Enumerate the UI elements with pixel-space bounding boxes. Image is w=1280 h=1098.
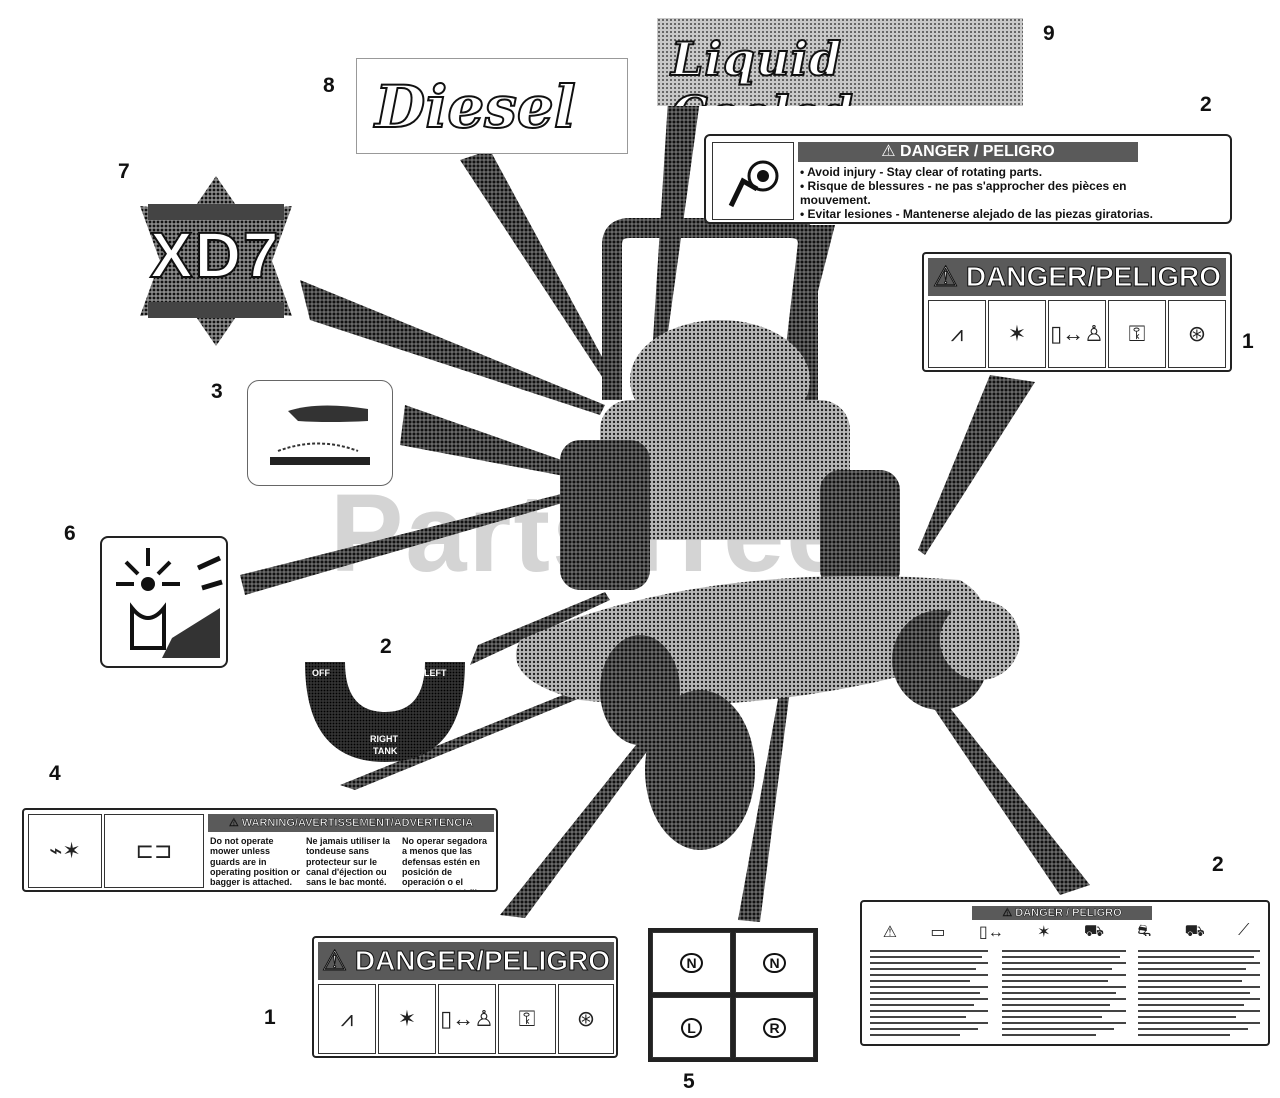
- danger-header: ⚠ DANGER / PELIGRO: [798, 142, 1138, 162]
- decal-thrown-objects: [100, 536, 228, 668]
- danger-header: ⚠ DANGER / PELIGRO: [972, 906, 1152, 920]
- slope-icon: ⩘: [318, 984, 376, 1054]
- pointer-wedge: [918, 375, 1035, 555]
- hand-hot-surface-icon: [270, 405, 370, 465]
- pointer-wedge: [470, 592, 610, 665]
- danger-header: ⚠ DANGER/PELIGRO: [928, 258, 1226, 296]
- thrown-object-icon: ✶: [1037, 924, 1051, 941]
- callout-number: 1: [264, 1006, 276, 1029]
- callout-number: 2: [1200, 93, 1212, 116]
- pointer-wedge: [650, 100, 700, 390]
- decal-hot-surface: [247, 380, 393, 486]
- pictogram-row: ⚠ ▭ ▯↔ ✶ ⛟ ⛐ ⛟ ⟋: [866, 922, 1266, 946]
- warning-text-es: No operar segadora a menos que las defen…: [402, 836, 488, 890]
- rotating-blade-icon: ⊛: [558, 984, 614, 1054]
- left-label: L: [681, 1017, 702, 1038]
- manual-icon: ▭: [930, 924, 946, 941]
- decal-warning-guards: ⌁✶ ⊏⊐ ⚠ WARNING/AVERTISSEMENT/ADVERTENCI…: [22, 808, 498, 892]
- warning-triangle-icon: ⚠: [882, 924, 898, 941]
- thrown-object-icon: ✶: [378, 984, 436, 1054]
- thrown-object-icon: ✶: [988, 300, 1046, 368]
- decal-danger-rotating-parts: ⚠ DANGER / PELIGRO • Avoid injury - Stay…: [704, 134, 1232, 224]
- pointer-wedge: [738, 688, 790, 922]
- key-icon: ⚿: [1108, 300, 1166, 368]
- warning-text-en: Do not operate mower unless guards are i…: [210, 836, 300, 888]
- left-label: LEFT: [424, 668, 447, 678]
- bystander-icon: ▯↔♙: [438, 984, 496, 1054]
- right-turn-quadrant: R: [735, 997, 814, 1058]
- callout-number: 7: [118, 160, 130, 183]
- fine-print-columns: [870, 950, 1260, 1036]
- decal-fuel-tank-selector: [305, 662, 465, 762]
- danger-header: ⚠ DANGER/PELIGRO: [318, 942, 614, 980]
- right-label: RIGHT: [370, 734, 398, 744]
- tow-icon: ⛟: [1184, 923, 1205, 940]
- callout-number: 8: [323, 74, 335, 97]
- xd7-label: XD7: [149, 218, 281, 292]
- decal-xd7-badge: [140, 176, 292, 346]
- pointer-wedge: [912, 670, 1090, 895]
- liquid-cooled-script: Liquid Cooled: [670, 31, 854, 106]
- decal-danger-pictograms-bottom: ⚠ DANGER/PELIGRO ⩘ ✶ ▯↔♙ ⚿ ⊛: [312, 936, 618, 1058]
- pointer-wedge: [400, 405, 590, 480]
- left-turn-quadrant: L: [652, 997, 731, 1058]
- callout-number: 6: [64, 522, 76, 545]
- pointer-wedge: [340, 682, 600, 790]
- rotating-parts-icon: [712, 142, 794, 220]
- callout-number: 5: [683, 1070, 695, 1093]
- neutral-label: N: [680, 952, 703, 973]
- decal-liquid-cooled: Liquid Cooled: [657, 18, 1023, 106]
- pointer-wedge: [500, 715, 670, 918]
- neutral-forward-quadrant: N: [652, 932, 731, 993]
- decal-diesel: Diesel: [356, 58, 628, 154]
- bystander-icon: ▯↔♙: [1048, 300, 1106, 368]
- key-icon: ⚿: [498, 984, 556, 1054]
- off-label: OFF: [312, 668, 330, 678]
- rotating-blade-icon: ⊛: [1168, 300, 1226, 368]
- warning-line-en: • Avoid injury - Stay clear of rotating …: [800, 165, 1043, 179]
- rider-icon: ⛟: [1083, 923, 1105, 940]
- diesel-script: Diesel: [374, 72, 577, 142]
- pointer-wedge: [240, 488, 590, 595]
- bystander-icon: ▯↔: [978, 924, 1004, 941]
- decal-danger-pictograms-right: ⚠ DANGER/PELIGRO ⩘ ✶ ▯↔♙ ⚿ ⊛: [922, 252, 1232, 372]
- thrown-objects-icon: [116, 548, 223, 658]
- callout-number: 4: [49, 762, 61, 785]
- slope-icon: ⟋: [1238, 922, 1250, 939]
- bagger-icon: ⊏⊐: [104, 814, 204, 888]
- decal-steering-controls: N N L R: [648, 928, 818, 1062]
- warning-line-es: • Evitar lesiones - Mantenerse alejado d…: [800, 207, 1154, 221]
- callout-number: 2: [1212, 853, 1224, 876]
- callout-number: 9: [1043, 22, 1055, 45]
- warning-text-fr: Ne jamais utiliser la tondeuse sans prot…: [306, 836, 391, 888]
- slope-rider-icon: ⛐: [1137, 923, 1152, 940]
- neutral-label: N: [763, 952, 786, 973]
- discharge-chute-icon: ⌁✶: [28, 814, 102, 888]
- right-label: R: [763, 1017, 786, 1038]
- slope-icon: ⩘: [928, 300, 986, 368]
- neutral-reverse-quadrant: N: [735, 932, 814, 993]
- callout-number: 2: [380, 635, 392, 658]
- callout-number: 1: [1242, 330, 1254, 353]
- warning-line-fr: • Risque de blessures - ne pas s'approch…: [800, 179, 1127, 207]
- decal-danger-multilingual: ⚠ DANGER / PELIGRO ⚠ ▭ ▯↔ ✶ ⛟ ⛐ ⛟ ⟋: [860, 900, 1270, 1046]
- tank-label: TANK: [373, 746, 398, 756]
- callout-number: 3: [211, 380, 223, 403]
- pointer-wedge: [460, 150, 620, 392]
- pointer-wedge: [300, 280, 605, 415]
- warning-header: ⚠ WARNING/AVERTISSEMENT/ADVERTENCIA: [208, 814, 494, 832]
